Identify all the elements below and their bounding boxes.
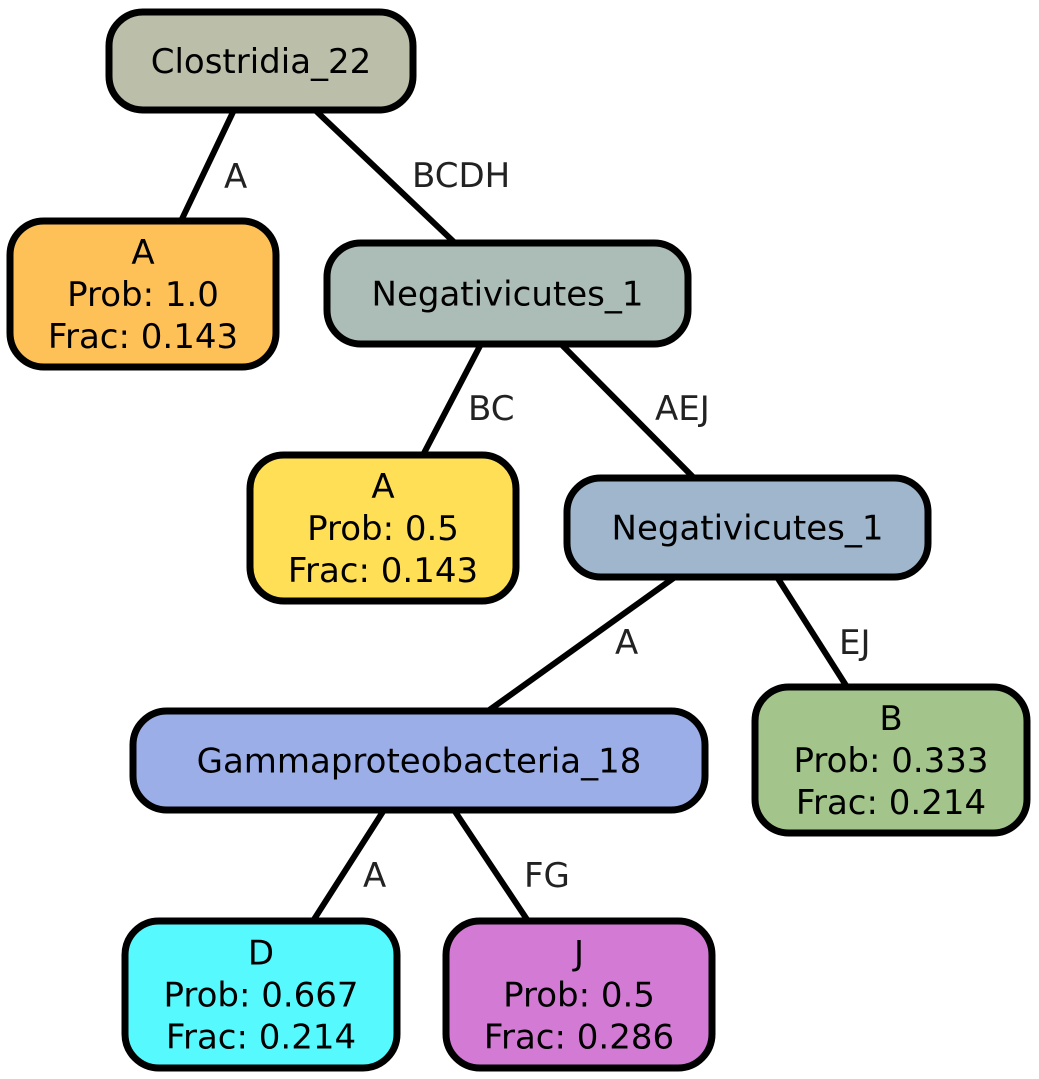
node-text-leaf_a-2: Frac: 0.143 xyxy=(48,317,238,357)
edge-label-neg1-leaf_a2: BC xyxy=(468,389,514,429)
node-text-root-0: Clostridia_22 xyxy=(151,42,372,82)
edge-label-neg2-gamma: A xyxy=(615,623,638,663)
edge-label-root-neg1: BCDH xyxy=(412,156,510,196)
node-text-leaf_j-0: J xyxy=(572,934,584,974)
node-text-leaf_d-0: D xyxy=(248,934,274,974)
node-text-leaf_a2-0: A xyxy=(371,467,394,507)
edge-neg1-neg2 xyxy=(558,341,697,481)
node-box-leaf_j xyxy=(442,917,716,1072)
node-box-root xyxy=(105,8,417,114)
node-box-neg2 xyxy=(563,474,932,581)
node-box-gamma xyxy=(129,707,709,814)
edge-label-gamma-leaf_j: FG xyxy=(524,856,570,896)
node-text-neg1-0: Negativicutes_1 xyxy=(372,275,644,315)
node-text-leaf_b-1: Prob: 0.333 xyxy=(793,741,988,781)
node-box-neg1 xyxy=(323,239,692,348)
node-text-leaf_a2-2: Frac: 0.143 xyxy=(288,551,478,591)
node-text-leaf_d-2: Frac: 0.214 xyxy=(166,1018,356,1058)
node-text-leaf_a2-1: Prob: 0.5 xyxy=(307,509,459,549)
node-text-leaf_a-0: A xyxy=(131,233,154,273)
node-text-leaf_a-1: Prob: 1.0 xyxy=(67,275,219,315)
edge-label-gamma-leaf_d: A xyxy=(363,856,386,896)
node-neg1: Negativicutes_1 xyxy=(323,239,692,348)
node-box-leaf_d xyxy=(121,917,401,1072)
node-text-leaf_j-1: Prob: 0.5 xyxy=(503,976,655,1016)
node-box-leaf_a2 xyxy=(246,451,520,605)
edge-root-leaf_a xyxy=(178,108,237,223)
node-text-leaf_b-2: Frac: 0.214 xyxy=(796,783,986,823)
node-box-leaf_a xyxy=(6,217,280,371)
edge-label-neg1-neg2: AEJ xyxy=(655,389,710,429)
edge-neg2-leaf_b xyxy=(774,575,850,689)
node-neg2: Negativicutes_1 xyxy=(563,474,932,581)
node-text-neg2-0: Negativicutes_1 xyxy=(612,509,884,549)
node-text-leaf_j-2: Frac: 0.286 xyxy=(484,1018,674,1058)
edge-label-neg2-leaf_b: EJ xyxy=(839,623,871,663)
edge-gamma-leaf_d xyxy=(310,808,387,923)
node-text-leaf_b-0: B xyxy=(879,699,902,739)
node-text-leaf_d-1: Prob: 0.667 xyxy=(163,976,358,1016)
edge-gamma-leaf_j xyxy=(451,808,531,923)
node-root: Clostridia_22 xyxy=(105,8,417,114)
edge-neg1-leaf_a2 xyxy=(420,342,484,457)
edge-label-root-leaf_a: A xyxy=(224,157,247,197)
node-box-leaf_b xyxy=(751,683,1031,837)
node-gamma: Gammaproteobacteria_18 xyxy=(129,707,709,814)
node-text-gamma-0: Gammaproteobacteria_18 xyxy=(197,742,642,782)
edge-neg2-gamma xyxy=(486,574,677,714)
edge-root-neg1 xyxy=(312,107,458,246)
